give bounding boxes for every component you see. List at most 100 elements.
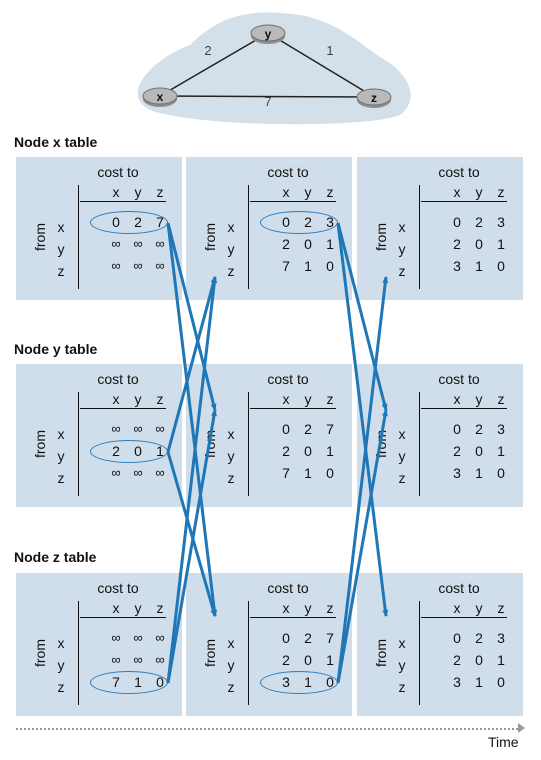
- row-header: x: [57, 635, 65, 651]
- row-header: x: [227, 426, 235, 442]
- column-header: y: [134, 600, 142, 616]
- table-cell: 3: [453, 674, 461, 690]
- dv-message-arrow: [336, 222, 389, 617]
- table-cell: 0: [282, 630, 290, 646]
- column-header: x: [453, 600, 461, 616]
- table-divider: [421, 617, 507, 618]
- row-header: x: [398, 635, 406, 651]
- link-yz: [267, 32, 375, 98]
- table-divider: [250, 201, 336, 202]
- link-cost-label: 1: [326, 43, 333, 58]
- dv-message-arrow: [336, 276, 389, 684]
- row-header: x: [398, 426, 406, 442]
- table-divider: [80, 201, 166, 202]
- table-cell: 1: [475, 465, 483, 481]
- row-header: x: [398, 219, 406, 235]
- link-cost-label: 7: [264, 94, 271, 109]
- column-header: x: [112, 391, 120, 407]
- row-header: z: [57, 263, 65, 279]
- cost-to-label: cost to: [267, 164, 309, 180]
- column-header: y: [475, 184, 483, 200]
- row-header: y: [57, 241, 65, 257]
- table-cell: ∞: [111, 652, 121, 667]
- table-cell: 0: [282, 421, 290, 437]
- table-cell: ∞: [133, 465, 143, 480]
- table-cell: 2: [304, 421, 312, 437]
- column-header: x: [112, 184, 120, 200]
- table-cell: ∞: [133, 652, 143, 667]
- column-header: z: [156, 184, 164, 200]
- column-header: z: [326, 391, 334, 407]
- table-cell: 1: [326, 443, 334, 459]
- column-header: y: [304, 184, 312, 200]
- row-header: z: [57, 470, 65, 486]
- dv-message-arrow: [166, 276, 217, 453]
- table-divider: [78, 392, 79, 496]
- row-header: y: [227, 448, 235, 464]
- row-header: y: [227, 241, 235, 257]
- table-cell: ∞: [155, 258, 165, 273]
- table-divider: [80, 408, 166, 409]
- column-header: z: [497, 184, 505, 200]
- table-cell: ∞: [111, 465, 121, 480]
- table-cell: ∞: [111, 421, 121, 436]
- table-cell: 0: [326, 465, 334, 481]
- dv-message-arrow: [166, 222, 217, 411]
- table-cell: 0: [326, 258, 334, 274]
- column-header: z: [156, 600, 164, 616]
- table-cell: 2: [282, 236, 290, 252]
- table-divider: [419, 185, 420, 289]
- row-header: y: [398, 657, 406, 673]
- table-cell: 0: [475, 652, 483, 668]
- table-cell: 2: [453, 236, 461, 252]
- row-header: z: [398, 470, 406, 486]
- column-header: y: [304, 391, 312, 407]
- table-cell: ∞: [155, 630, 165, 645]
- link-xz: [159, 95, 375, 98]
- table-cell: 2: [453, 443, 461, 459]
- row-header: z: [227, 470, 235, 486]
- table-cell: 2: [453, 652, 461, 668]
- router-icon: [356, 88, 392, 106]
- row-header: x: [227, 219, 235, 235]
- table-cell: 1: [326, 652, 334, 668]
- row-header: z: [227, 679, 235, 695]
- link-xy: [159, 32, 269, 97]
- highlight-ellipse: [90, 211, 168, 234]
- table-cell: 2: [475, 421, 483, 437]
- routing-table: cost tofromxyzx027y201z710: [186, 364, 352, 507]
- column-header: y: [134, 391, 142, 407]
- row-header: y: [57, 657, 65, 673]
- router-icon: [142, 87, 178, 105]
- table-cell: 1: [475, 674, 483, 690]
- dv-message-arrow: [166, 409, 217, 684]
- row-header: y: [57, 448, 65, 464]
- column-header: y: [475, 391, 483, 407]
- table-cell: 0: [497, 465, 505, 481]
- column-header: x: [282, 600, 290, 616]
- table-cell: 2: [475, 214, 483, 230]
- row-header: z: [227, 263, 235, 279]
- row-header: x: [57, 219, 65, 235]
- table-cell: ∞: [155, 421, 165, 436]
- column-header: x: [453, 391, 461, 407]
- table-cell: 1: [475, 258, 483, 274]
- table-cell: ∞: [133, 421, 143, 436]
- table-divider: [248, 185, 249, 289]
- table-cell: ∞: [133, 236, 143, 251]
- row-header: z: [398, 263, 406, 279]
- link-cost-label: 2: [204, 43, 211, 58]
- column-header: z: [497, 391, 505, 407]
- router-label: z: [371, 91, 377, 105]
- table-cell: 1: [497, 443, 505, 459]
- row-header: z: [398, 679, 406, 695]
- column-header: z: [156, 391, 164, 407]
- table-divider: [419, 601, 420, 705]
